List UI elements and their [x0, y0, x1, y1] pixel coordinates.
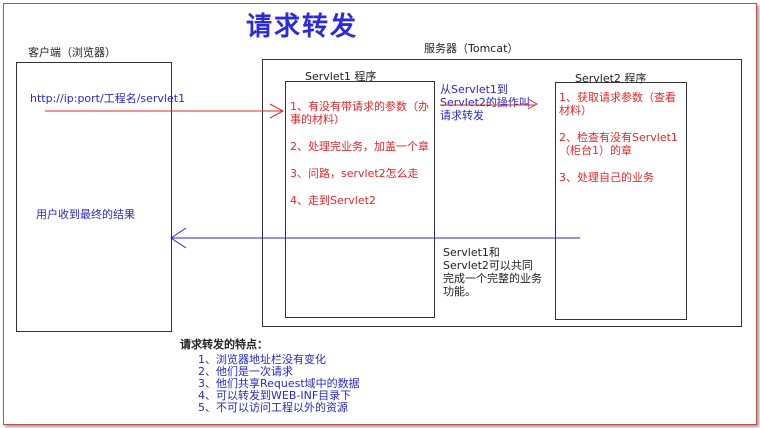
cooperation-note: Servlet1和Servlet2可以共同完成一个完整的业务功能。 [443, 246, 542, 298]
servlet1-box: 1、有没有带请求的参数（办事的材料） 2、处理完业务，加盖一个章 3、问路，se… [285, 81, 435, 318]
server-box [262, 59, 742, 327]
forward-note: 从Servlet1到Servlet2的操作叫请求转发 [440, 83, 530, 122]
servlet1-step: 1、有没有带请求的参数（办事的材料） [290, 100, 429, 126]
features-list: 1、浏览器地址栏没有变化 2、他们是一次请求 3、他们共享Request域中的数… [180, 354, 360, 414]
feature-item: 4、可以转发到WEB-INF目录下 [198, 389, 352, 402]
servlet2-label: Servlet2 程序 [575, 72, 647, 85]
page-title: 请求转发 [246, 12, 359, 42]
feature-item: 5、不可以访问工程以外的资源 [198, 401, 348, 414]
servlet2-step: 1、获取请求参数（查看材料） [559, 91, 676, 117]
servlet2-box: 1、获取请求参数（查看材料） 2、检查有没有Servlet1（柜台1）的章 3、… [555, 82, 687, 320]
features-heading: 请求转发的特点： [180, 338, 268, 351]
servlet1-step: 3、问路，servlet2怎么走 [290, 167, 419, 180]
client-box [16, 62, 172, 332]
servlet2-steps: 1、获取请求参数（查看材料） 2、检查有没有Servlet1（柜台1）的章 3、… [556, 83, 686, 184]
features-section: 请求转发的特点： 1、浏览器地址栏没有变化 2、他们是一次请求 3、他们共享Re… [180, 336, 360, 414]
feature-item: 1、浏览器地址栏没有变化 [198, 353, 326, 366]
response-arrow [170, 227, 580, 249]
servlet1-label: Servlet1 程序 [305, 70, 377, 83]
request-url: http://ip:port/工程名/servlet1 [30, 92, 186, 105]
server-label: 服务器（Tomcat） [424, 42, 519, 55]
request-arrow [45, 103, 285, 119]
client-label: 客户端（浏览器） [28, 46, 116, 59]
feature-item: 2、他们是一次请求 [198, 365, 293, 378]
servlet1-steps: 1、有没有带请求的参数（办事的材料） 2、处理完业务，加盖一个章 3、问路，se… [286, 82, 434, 207]
feature-item: 3、他们共享Request域中的数据 [198, 377, 360, 390]
servlet1-step: 2、处理完业务，加盖一个章 [290, 140, 429, 153]
servlet2-step: 2、检查有没有Servlet1（柜台1）的章 [559, 131, 678, 157]
servlet1-step: 4、走到Servlet2 [290, 194, 376, 207]
servlet2-step: 3、处理自己的业务 [559, 171, 654, 184]
forward-arrow [440, 98, 539, 110]
slide-frame [3, 3, 757, 425]
client-result: 用户收到最终的结果 [36, 208, 135, 221]
